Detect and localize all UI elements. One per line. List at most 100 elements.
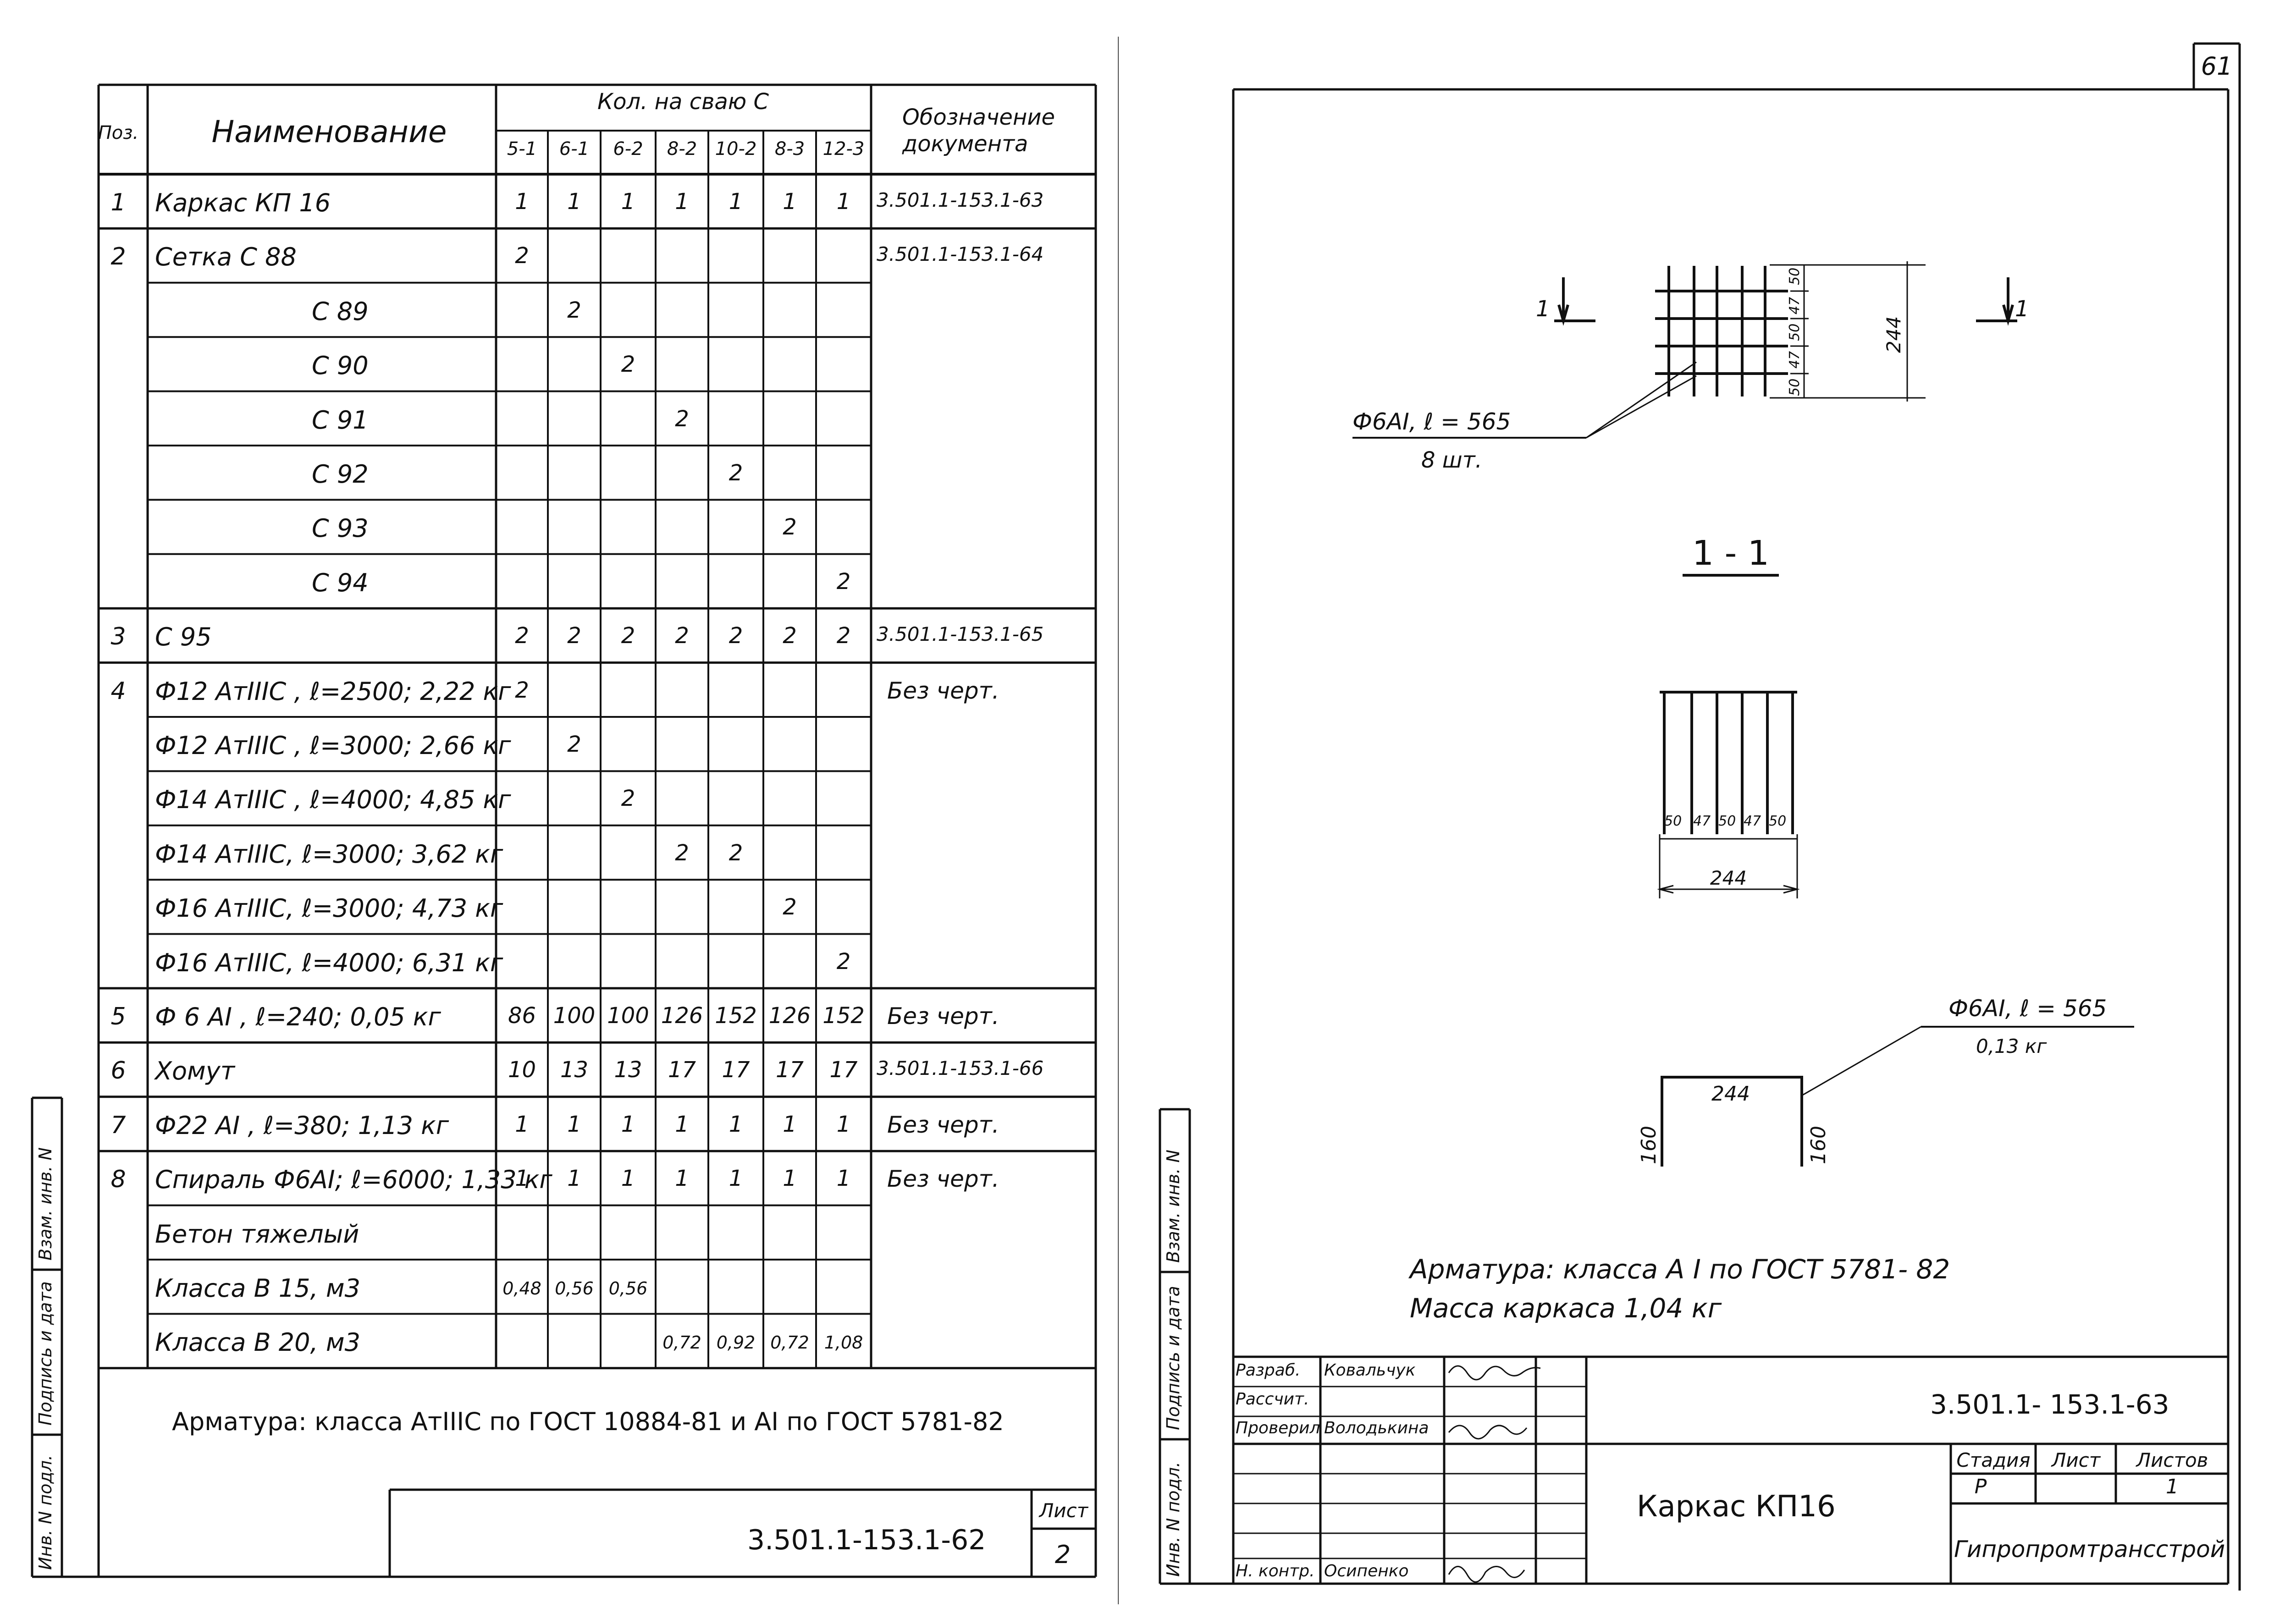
row-name: С 94	[312, 568, 369, 597]
row-qty: 2	[783, 623, 797, 649]
row-qty: 1	[783, 189, 797, 215]
row-name: Ф14 АтIIIС, ℓ=3000; 3,62 кг	[155, 839, 503, 869]
row-doc: 3.501.1-153.1-65	[877, 623, 1044, 646]
row-name: Сетка С 88	[155, 242, 297, 272]
title-block-sheets: 1	[2166, 1475, 2179, 1498]
row-pos: 5	[110, 1003, 126, 1030]
row-name: Ф12 АтIIIС , ℓ=3000; 2,66 кг	[155, 731, 511, 760]
qty-column-header: 6-2	[613, 138, 643, 160]
title-block-sheet-label: Лист	[2051, 1449, 2101, 1471]
row-qty: 2	[729, 840, 743, 866]
left-sheet-frame	[31, 37, 1119, 1604]
left-sheet-number: 2	[1054, 1540, 1071, 1569]
row-qty: 2	[567, 623, 581, 649]
spec-table-grid	[99, 85, 1096, 1370]
row-pos: 8	[110, 1166, 126, 1194]
row-qty: 2	[621, 623, 635, 649]
row-name: Ф14 АтIIIС , ℓ=4000; 4,85 кг	[155, 785, 511, 815]
row-qty: 1	[836, 1166, 851, 1192]
row-qty: 0,56	[555, 1278, 594, 1299]
header-qty-group: Кол. на сваю С	[597, 89, 769, 115]
row-qty: 1	[836, 1111, 851, 1137]
row-name: Класса В 20, м3	[155, 1328, 360, 1357]
row-pos: 2	[110, 243, 126, 271]
row-qty: 2	[675, 623, 689, 649]
row-qty: 100	[607, 1003, 649, 1029]
left-stamp-frame	[388, 1488, 1096, 1577]
row-qty: 1	[783, 1111, 797, 1137]
row-qty: 100	[553, 1003, 596, 1029]
row-qty: 2	[515, 677, 529, 703]
bottom-dim-1: 50	[1664, 813, 1682, 829]
title-block-name: Осипенко	[1324, 1562, 1409, 1580]
row-doc: 3.501.1-153.1-66	[877, 1057, 1044, 1080]
title-block-stage-label: Стадия	[1956, 1449, 2031, 1471]
qty-column-header: 10-2	[715, 138, 757, 160]
row-qty: 1	[621, 1166, 635, 1192]
row-qty: 1	[515, 189, 529, 215]
row-qty: 1	[729, 1166, 743, 1192]
row-name: С 91	[312, 405, 369, 435]
bottom-dim-4: 47	[1744, 813, 1761, 829]
row-qty: 13	[560, 1057, 589, 1083]
row-name: Ф12 АтIIIС , ℓ=2500; 2,22 кг	[155, 677, 511, 706]
row-qty: 13	[614, 1057, 642, 1083]
cut-mark-label-left: 1	[1536, 296, 1550, 322]
right-note-1: Арматура: класса А I по ГОСТ 5781- 82	[1410, 1254, 1950, 1285]
title-block-title: Каркас КП16	[1637, 1490, 1836, 1524]
title-block-org: Гипропромтрансстрой	[1954, 1536, 2225, 1563]
row-doc: 3.501.1-153.1-64	[877, 243, 1044, 266]
row-doc: 3.501.1-153.1-63	[877, 189, 1044, 211]
row-qty: 1	[675, 1111, 689, 1137]
bar-callout-2: Ф6АI, ℓ = 565	[1948, 995, 2107, 1022]
title-block-role: Проверил	[1236, 1419, 1320, 1437]
row-qty: 2	[567, 732, 581, 757]
bar-callout-2-mass: 0,13 кг	[1976, 1035, 2047, 1057]
row-qty: 2	[621, 786, 635, 812]
row-qty: 2	[836, 623, 851, 649]
row-doc: Без черт.	[887, 677, 999, 704]
left-sheet-label: Лист	[1039, 1499, 1088, 1522]
row-qty: 0,72	[770, 1332, 809, 1353]
row-qty: 1	[675, 1166, 689, 1192]
row-name: Ф22 АI , ℓ=380; 1,13 кг	[155, 1111, 449, 1140]
row-qty: 0,56	[608, 1278, 648, 1299]
title-block-role: Рассчит.	[1236, 1390, 1309, 1409]
row-qty: 17	[722, 1057, 750, 1083]
section-label: 1 - 1	[1692, 534, 1769, 573]
header-name: Наименование	[211, 114, 447, 149]
qty-column-header: 12-3	[822, 138, 865, 160]
row-qty: 17	[775, 1057, 804, 1083]
row-qty: 2	[567, 297, 581, 323]
row-qty: 1	[783, 1166, 797, 1192]
row-qty: 2	[675, 406, 689, 432]
title-block-role: Н. контр.	[1236, 1562, 1315, 1580]
row-pos: 1	[110, 189, 126, 216]
row-qty: 17	[829, 1057, 858, 1083]
left-note: Арматура: класса АтIIIС по ГОСТ 10884-81…	[172, 1407, 1004, 1436]
row-qty: 2	[783, 514, 797, 540]
row-qty: 1	[567, 1111, 581, 1137]
row-pos: 6	[110, 1057, 126, 1085]
row-name: Ф16 АтIIIС, ℓ=3000; 4,73 кг	[155, 894, 503, 923]
row-qty: 2	[515, 243, 529, 269]
page-number: 61	[2201, 52, 2233, 81]
row-qty: 2	[621, 352, 635, 378]
bottom-dim-total: 244	[1710, 867, 1747, 889]
row-name: Ф16 АтIIIС, ℓ=4000; 6,31 кг	[155, 948, 503, 977]
header-pos: Поз.	[98, 122, 139, 143]
row-name: Бетон тяжелый	[155, 1219, 359, 1249]
row-qty: 0,48	[502, 1278, 541, 1299]
row-qty: 126	[661, 1003, 703, 1029]
row-doc: Без черт.	[887, 1003, 999, 1029]
row-name: Спираль Ф6АI; ℓ=6000; 1,33 кг	[155, 1165, 552, 1195]
row-qty: 2	[675, 840, 689, 866]
title-block-stage: Р	[1974, 1475, 1987, 1498]
row-qty: 1	[567, 1166, 581, 1192]
row-name: С 92	[312, 460, 369, 489]
row-qty: 2	[836, 568, 851, 595]
row-pos: 4	[110, 677, 126, 705]
title-block-name: Володькина	[1324, 1419, 1429, 1437]
